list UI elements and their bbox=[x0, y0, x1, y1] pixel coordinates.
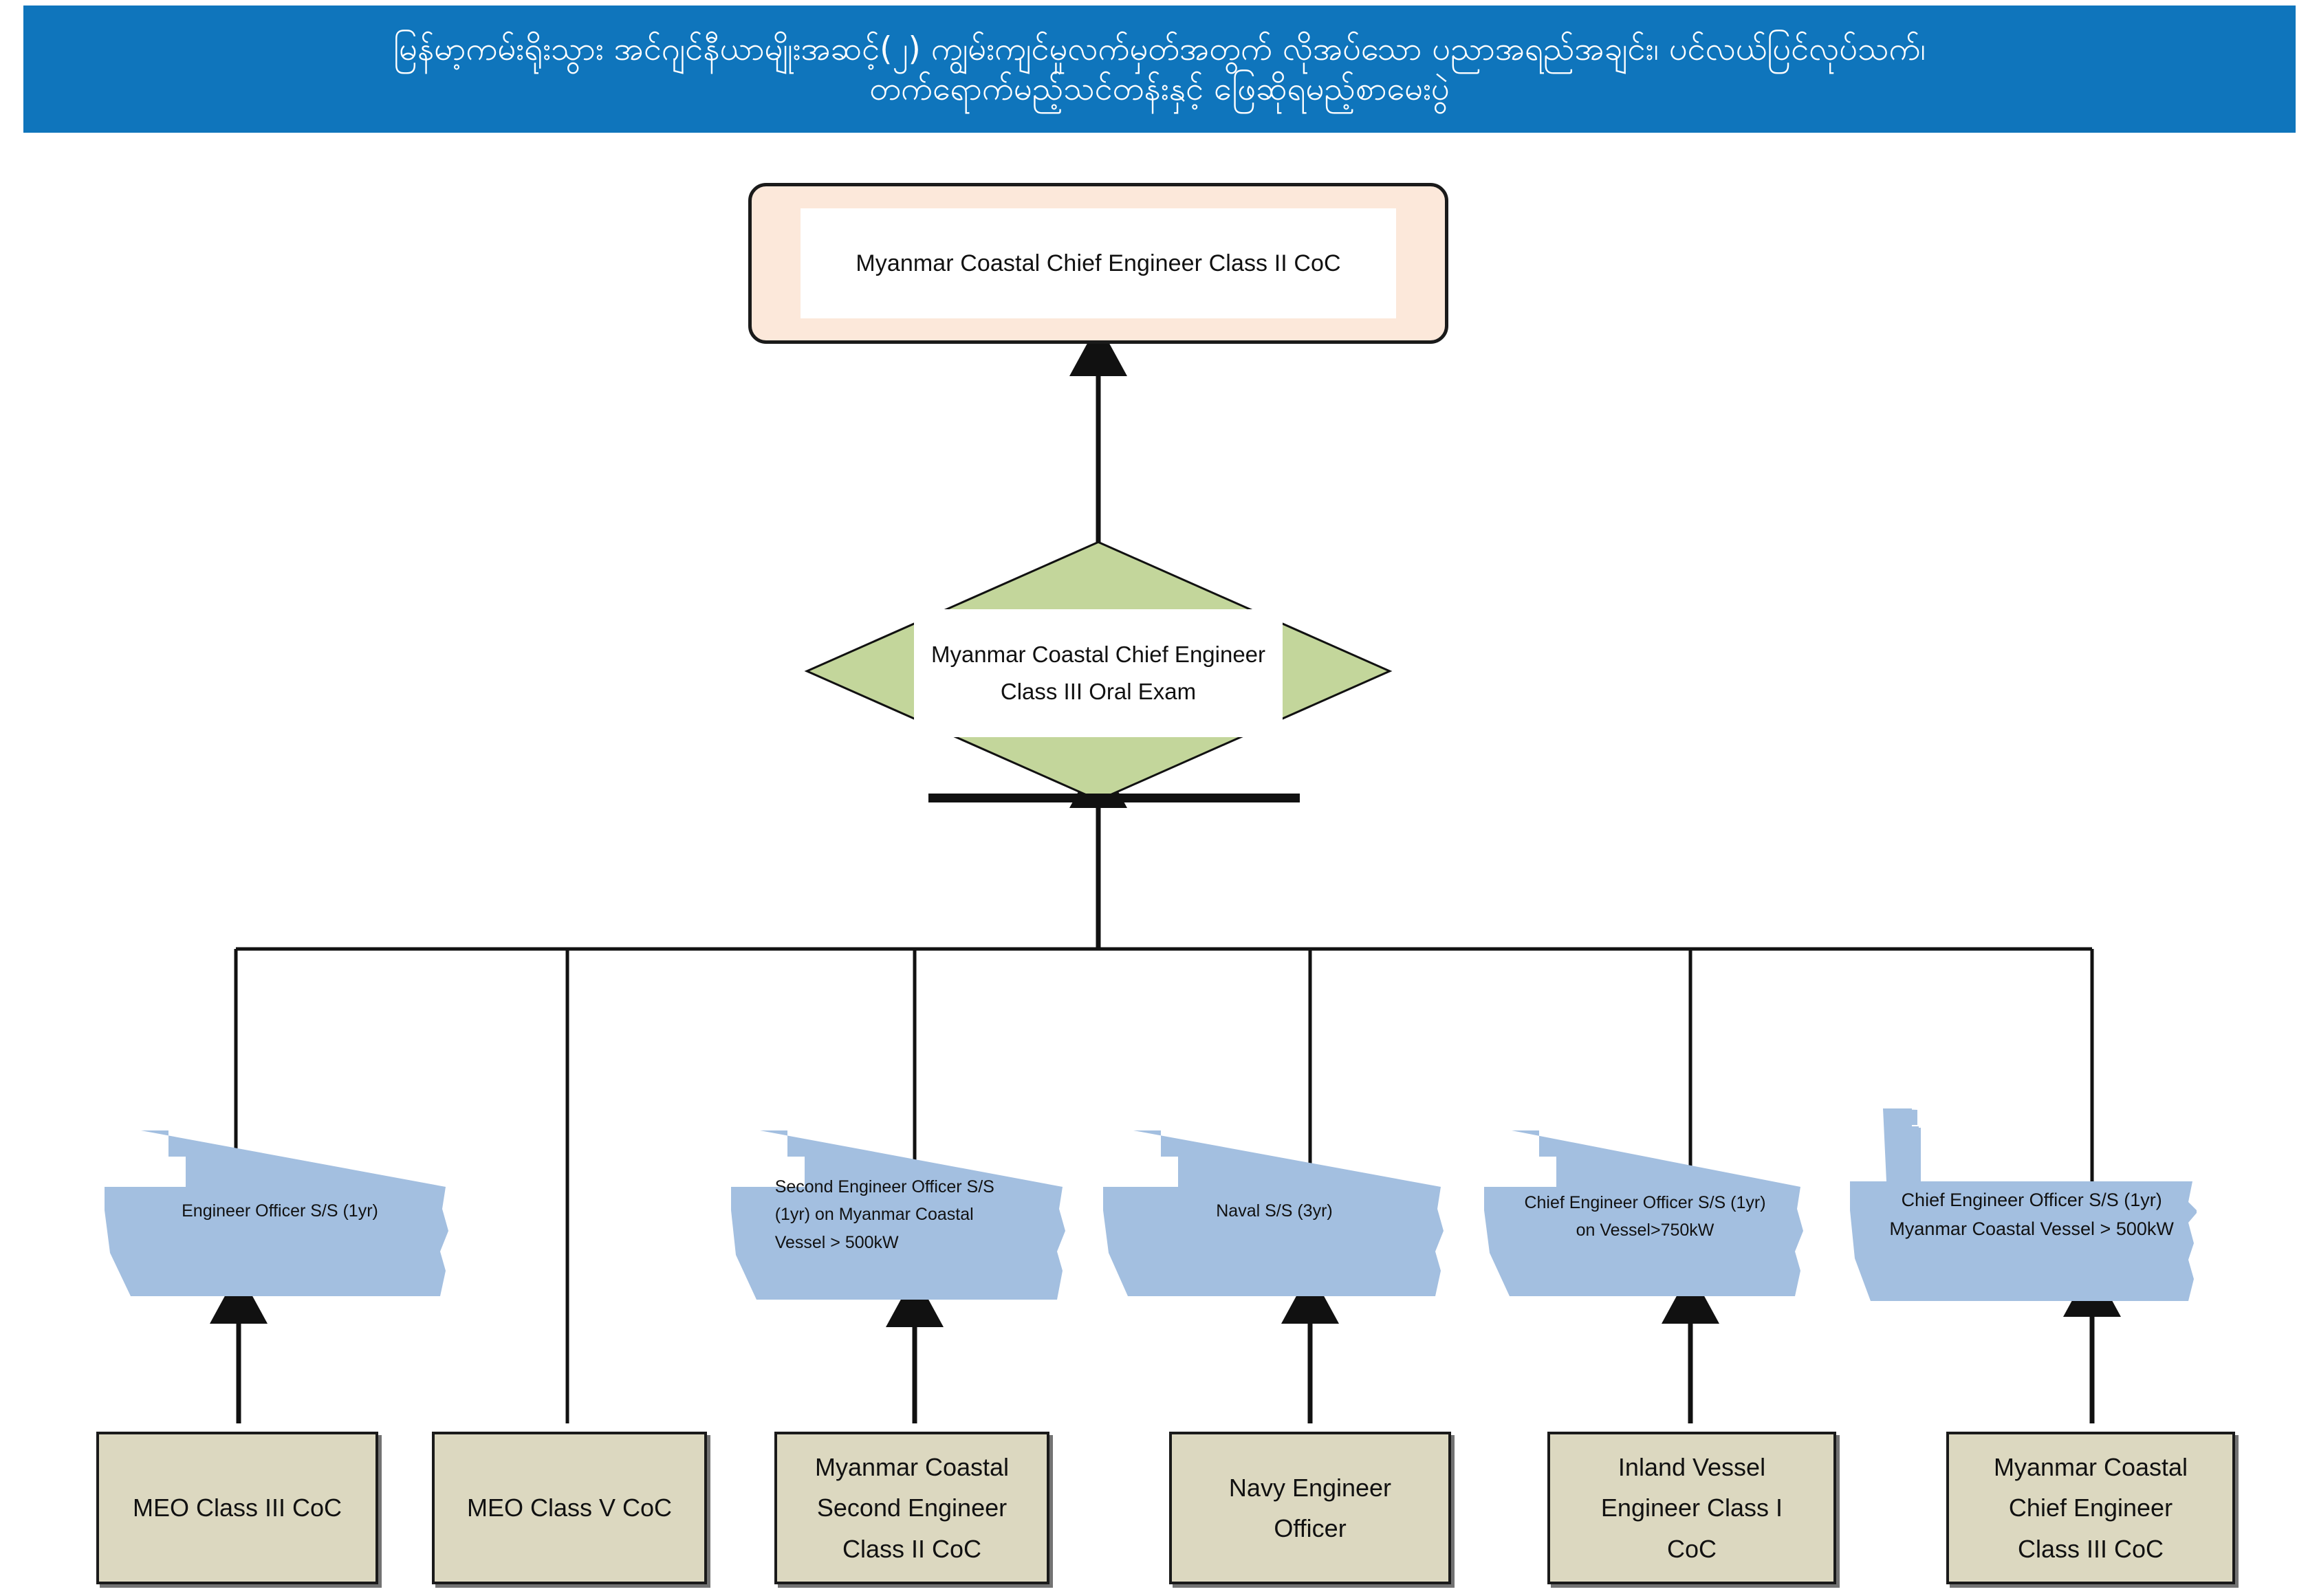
top-certificate-label: Myanmar Coastal Chief Engineer Class II … bbox=[856, 250, 1341, 276]
vessel-2-label-line-3: Vessel > 500kW bbox=[774, 1232, 899, 1252]
certificate-2-line-1: MEO Class V CoC bbox=[466, 1494, 673, 1522]
certificate-box-meo-class-iii[interactable]: MEO Class III CoC bbox=[96, 1432, 378, 1584]
oral-exam-decision[interactable]: Myanmar Coastal Chief Engineer Class III… bbox=[809, 543, 1387, 799]
vessel-1-label: Engineer Officer S/S (1yr) bbox=[133, 1201, 427, 1222]
vessel-5-label-line-1: Chief Engineer Officer S/S (1yr) bbox=[1901, 1189, 2162, 1210]
certificate-3-line-2: Second Engineer bbox=[816, 1494, 1008, 1522]
certificate-4-line-2: Officer bbox=[1274, 1514, 1347, 1542]
vessel-5-label: Chief Engineer Officer S/S (1yr) Myanmar… bbox=[1864, 1190, 2199, 1241]
page-title-line-1: မြန်မာ့ကမ်းရိုးသွား အင်ဂျင်နီယာမျိုးအဆင့… bbox=[393, 30, 1926, 69]
certificate-5-line-2: Engineer Class I bbox=[1600, 1494, 1783, 1522]
page-title-line-2: တက်ရောက်မည့်သင်တန်းနှင့် ဖြေဆိုရမည့်စာမေ… bbox=[869, 69, 1450, 108]
top-certificate-label-plate: Myanmar Coastal Chief Engineer Class II … bbox=[801, 208, 1396, 318]
vessel-4-label: Chief Engineer Officer S/S (1yr) on Vess… bbox=[1510, 1193, 1780, 1241]
certificate-5-line-1: Inland Vessel bbox=[1618, 1452, 1766, 1481]
oral-exam-label-line-1: Myanmar Coastal Chief Engineer bbox=[930, 642, 1266, 667]
top-certificate-box[interactable]: Myanmar Coastal Chief Engineer Class II … bbox=[748, 183, 1448, 344]
certificate-4-line-1: Navy Engineer bbox=[1228, 1473, 1392, 1502]
vessel-3-label: Naval S/S (3yr) bbox=[1131, 1201, 1418, 1222]
oral-exam-label-plate: Myanmar Coastal Chief Engineer Class III… bbox=[914, 609, 1283, 737]
certificate-box-myanmar-coastal-second-engineer-class-ii[interactable]: Myanmar Coastal Second Engineer Class II… bbox=[774, 1432, 1049, 1584]
page-title-banner: မြန်မာ့ကမ်းရိုးသွား အင်ဂျင်နီယာမျိုးအဆင့… bbox=[23, 6, 2296, 133]
certificate-box-inland-vessel-engineer-class-i[interactable]: Inland Vessel Engineer Class I CoC bbox=[1547, 1432, 1836, 1584]
vessel-2-label-line-2: (1yr) on Myanmar Coastal bbox=[774, 1205, 974, 1224]
vessel-3-label-line-1: Naval S/S (3yr) bbox=[1216, 1201, 1333, 1221]
sea-service-vessel-3[interactable]: Naval S/S (3yr) bbox=[1103, 1130, 1446, 1299]
vessel-4-label-line-1: Chief Engineer Officer S/S (1yr) bbox=[1524, 1192, 1766, 1212]
vessel-2-label: Second Engineer Officer S/S (1yr) on Mya… bbox=[775, 1177, 1052, 1254]
certificate-6-line-2: Chief Engineer bbox=[2008, 1494, 2173, 1522]
vessel-4-label-line-2: on Vessel>750kW bbox=[1576, 1221, 1714, 1240]
vessel-5-label-line-2: Myanmar Coastal Vessel > 500kW bbox=[1889, 1218, 2174, 1240]
certificate-1-line-1: MEO Class III CoC bbox=[132, 1494, 342, 1522]
sea-service-vessel-1[interactable]: Engineer Officer S/S (1yr) bbox=[105, 1130, 455, 1299]
exam-gate-bar bbox=[928, 794, 1300, 802]
certificate-5-line-3: CoC bbox=[1666, 1534, 1717, 1563]
certificate-6-line-1: Myanmar Coastal bbox=[1993, 1452, 2188, 1481]
certificate-3-line-1: Myanmar Coastal bbox=[814, 1452, 1010, 1481]
certificate-box-myanmar-coastal-chief-engineer-class-iii[interactable]: Myanmar Coastal Chief Engineer Class III… bbox=[1946, 1432, 2235, 1584]
certificate-6-line-3: Class III CoC bbox=[2017, 1534, 2164, 1563]
oral-exam-label-line-2: Class III Oral Exam bbox=[1000, 679, 1197, 704]
certificate-3-line-3: Class II CoC bbox=[842, 1534, 982, 1563]
sea-service-vessel-5[interactable]: Chief Engineer Officer S/S (1yr) Myanmar… bbox=[1850, 1108, 2199, 1301]
vessel-2-label-line-1: Second Engineer Officer S/S bbox=[774, 1177, 994, 1196]
sea-service-vessel-4[interactable]: Chief Engineer Officer S/S (1yr) on Vess… bbox=[1484, 1130, 1806, 1299]
certificate-box-navy-engineer-officer[interactable]: Navy Engineer Officer bbox=[1169, 1432, 1451, 1584]
certificate-box-meo-class-v[interactable]: MEO Class V CoC bbox=[432, 1432, 707, 1584]
vessel-1-label-line-1: Engineer Officer S/S (1yr) bbox=[182, 1201, 378, 1221]
sea-service-vessel-2[interactable]: Second Engineer Officer S/S (1yr) on Mya… bbox=[731, 1130, 1068, 1302]
